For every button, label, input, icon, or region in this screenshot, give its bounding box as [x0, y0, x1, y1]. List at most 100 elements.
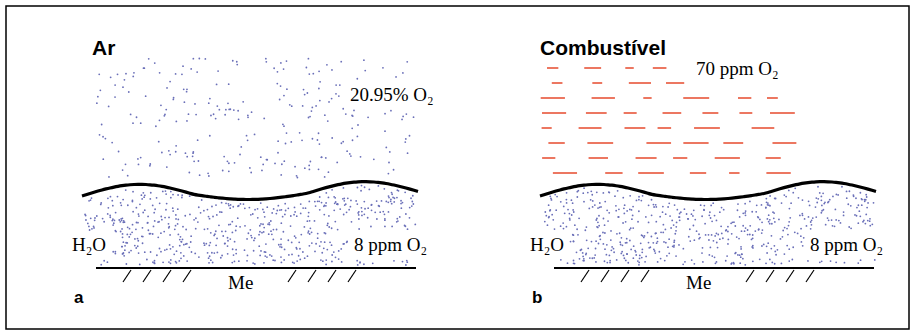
water-dot [789, 217, 791, 219]
water-dot [336, 203, 338, 205]
water-dot [582, 252, 584, 254]
water-dot [198, 256, 200, 258]
water-dot [232, 248, 234, 250]
water-dot [766, 201, 768, 203]
water-dot [582, 256, 584, 258]
water-dot [834, 209, 836, 211]
water-dot [794, 187, 796, 189]
water-dot [709, 211, 711, 213]
water-dot [657, 241, 659, 243]
oxygen-dot [242, 101, 244, 103]
water-dot [639, 257, 641, 259]
water-dot [602, 232, 604, 234]
water-dot [820, 212, 822, 214]
water-dot [208, 216, 210, 218]
water-dot [210, 232, 212, 234]
water-dot [865, 214, 867, 216]
water-dot [768, 221, 770, 223]
water-dot [164, 249, 166, 251]
water-dot [409, 207, 411, 209]
water-dot [688, 236, 690, 238]
oxygen-dot [182, 65, 184, 67]
water-dot [281, 246, 283, 248]
metal-hatch [123, 270, 131, 282]
water-dot [361, 211, 363, 213]
water-dot [337, 203, 339, 205]
water-dot [810, 228, 812, 230]
water-dot [125, 189, 127, 191]
water-dot [605, 254, 607, 256]
water-dot [572, 234, 574, 236]
water-dot [276, 229, 278, 231]
oxygen-dot [188, 113, 190, 115]
oxygen-dot [133, 72, 135, 74]
fuel-dash [770, 112, 795, 114]
water-dot [786, 228, 788, 230]
water-dot [341, 261, 343, 263]
water-dot [675, 255, 677, 257]
water-dot [325, 259, 327, 261]
water-dot [262, 209, 264, 211]
oxygen-dot [260, 156, 262, 158]
water-dot [213, 235, 215, 237]
water-dot [623, 207, 625, 209]
oxygen-dot [181, 73, 183, 75]
water-dot [700, 204, 702, 206]
water-dot [372, 262, 374, 264]
water-dot [679, 213, 681, 215]
water-dot [364, 208, 366, 210]
oxygen-dot [233, 109, 235, 111]
water-dot [624, 204, 626, 206]
water-dot [122, 199, 124, 201]
water-dot [215, 244, 217, 246]
oxygen-dot [331, 98, 333, 100]
water-dot [556, 196, 558, 198]
oxygen-dot [172, 98, 174, 100]
water-dot [284, 249, 286, 251]
water-dot [237, 217, 239, 219]
water-dot [590, 199, 592, 201]
water-dot [861, 199, 863, 201]
water-dot [194, 253, 196, 255]
water-dot [396, 189, 398, 191]
water-dot [544, 221, 546, 223]
fuel-dash [629, 82, 651, 84]
water-dot [370, 204, 372, 206]
water-dot [644, 261, 646, 263]
oxygen-dot [96, 102, 98, 104]
oxygen-dot [406, 61, 408, 63]
water-dot [765, 207, 767, 209]
oxygen-dot [299, 132, 301, 134]
water-dot [794, 231, 796, 233]
water-dot [632, 214, 634, 216]
water-dot [616, 233, 618, 235]
oxygen-dot [340, 142, 342, 144]
water-dot [554, 194, 556, 196]
water-dot [741, 253, 743, 255]
water-dot [611, 246, 613, 248]
water-dot [272, 259, 274, 261]
water-dot [165, 209, 167, 211]
oxygen-dot [338, 95, 340, 97]
water-dot [299, 248, 301, 250]
oxygen-dot [335, 93, 337, 95]
water-dot [632, 206, 634, 208]
water-dot [130, 250, 132, 252]
water-dot [318, 200, 320, 202]
oxygen-dot [304, 167, 306, 169]
water-dot [830, 260, 832, 262]
water-dot [306, 220, 308, 222]
oxygen-dot [387, 173, 389, 175]
water-dot [170, 262, 172, 264]
water-dot [774, 263, 776, 265]
water-dot [340, 248, 342, 250]
water-dot [279, 209, 281, 211]
water-dot [90, 217, 92, 219]
water-dot [315, 205, 317, 207]
water-dot [792, 192, 794, 194]
water-dot [138, 252, 140, 254]
water-dot [213, 252, 215, 254]
water-dot [708, 234, 710, 236]
water-dot [290, 225, 292, 227]
water-dot [762, 229, 764, 231]
